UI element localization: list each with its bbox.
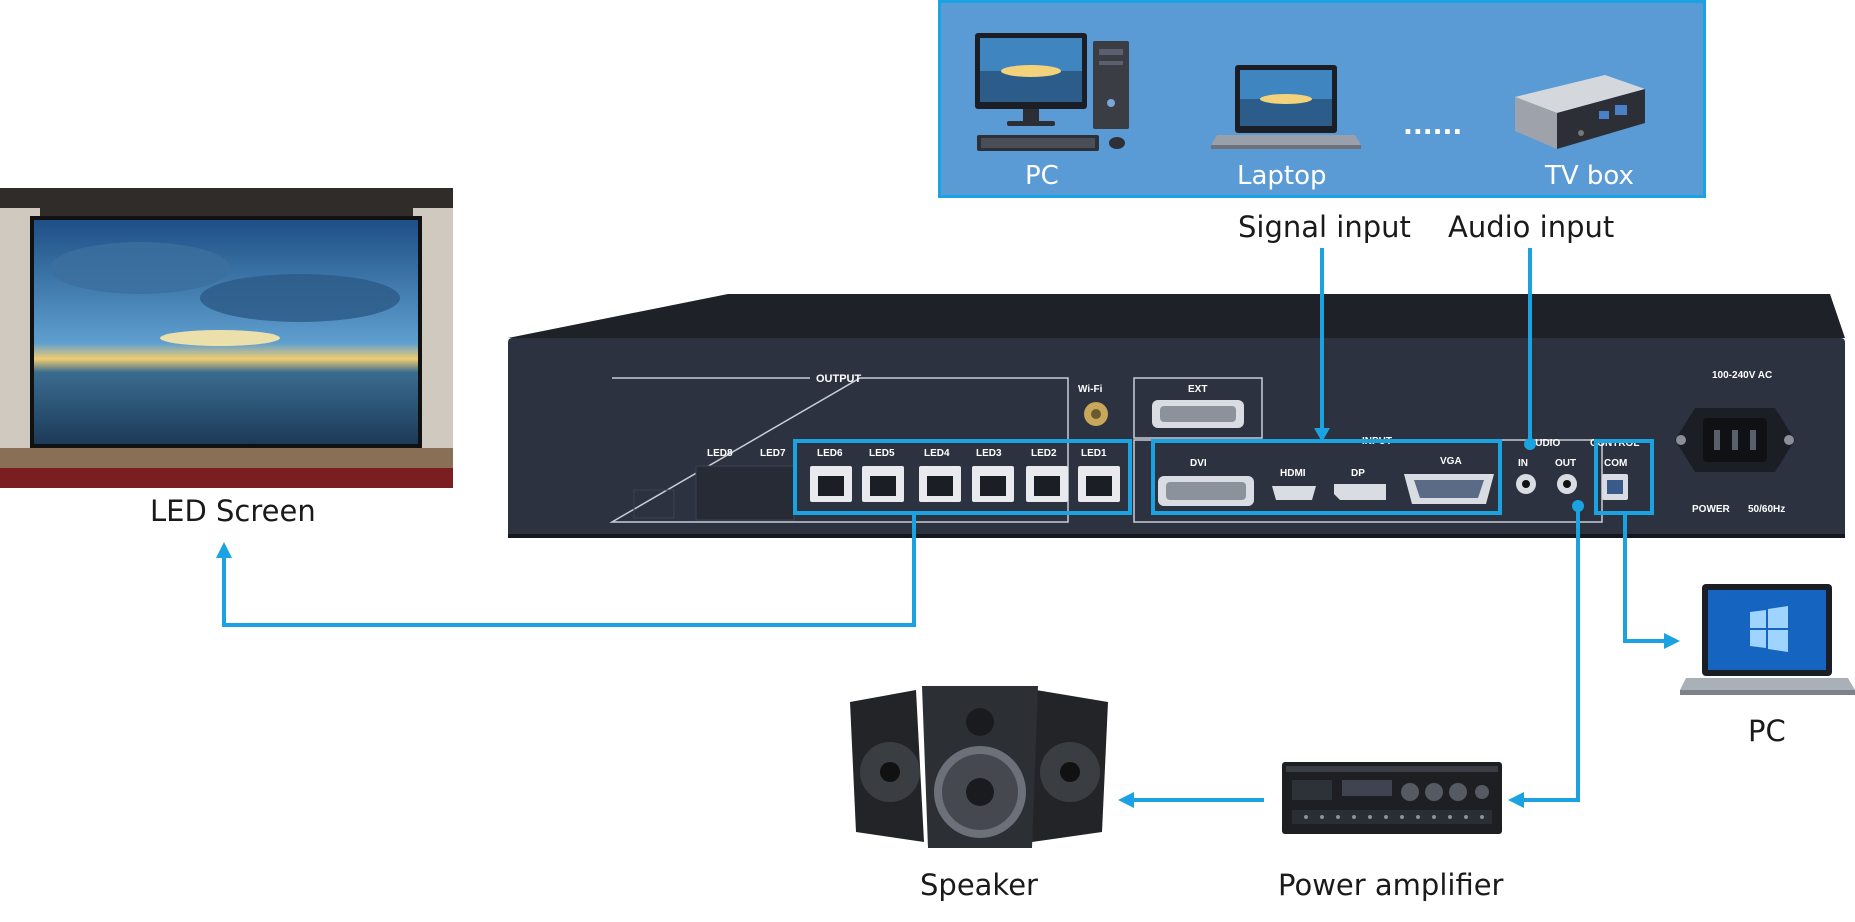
port-label-led3: LED3 (976, 448, 1002, 459)
audio-section-label: AUDIO (1528, 438, 1560, 449)
power-amplifier-label: Power amplifier (1278, 868, 1504, 902)
com-label: COM (1604, 458, 1628, 469)
led-screen-label: LED Screen (150, 494, 316, 528)
control-pc-label: PC (1748, 714, 1786, 748)
port-label-led8: LED8 (707, 448, 733, 459)
audio-out-label: OUT (1555, 458, 1577, 469)
wire-audio-out-to-amplifier (1518, 506, 1580, 802)
video-processor-device: OUTPUT EXT Wi-Fi INPUT AUDIO CONTROL 100… (508, 294, 1845, 538)
dp-label: DP (1351, 468, 1365, 479)
port-label-led2: LED2 (1031, 448, 1057, 459)
audio-input-label: Audio input (1448, 210, 1615, 244)
hdmi-label: HDMI (1280, 468, 1306, 479)
ellipsis-label: ...... (1403, 111, 1463, 141)
audio-in-label: IN (1518, 458, 1528, 469)
tv-box-icon (1515, 75, 1645, 149)
ac-voltage-label: 100-240V AC (1712, 370, 1772, 381)
signal-sources-panel: PC Laptop ...... TV box (938, 0, 1706, 198)
pc-source-label: PC (1025, 161, 1059, 191)
control-section-label: CONTROL (1590, 438, 1639, 449)
signal-input-label: Signal input (1238, 210, 1411, 244)
speaker-icon (850, 686, 1108, 848)
output-section-label: OUTPUT (816, 373, 862, 385)
led-port-labels: LED8 LED7 LED6 LED5 LED4 LED3 LED2 LED1 (690, 448, 1140, 468)
control-pc-laptop-icon (1680, 584, 1855, 695)
vga-label: VGA (1440, 456, 1462, 467)
port-label-led7: LED7 (760, 448, 786, 459)
laptop-source-label: Laptop (1237, 161, 1327, 191)
led-screen-image (0, 188, 453, 488)
power-label: POWER (1692, 504, 1731, 515)
dvi-label: DVI (1190, 458, 1207, 469)
desktop-pc-icon (975, 33, 1129, 151)
port-label-led5: LED5 (869, 448, 895, 459)
wifi-label: Wi-Fi (1078, 384, 1103, 395)
port-label-led4: LED4 (924, 448, 950, 459)
port-label-led6: LED6 (817, 448, 843, 459)
speaker-label: Speaker (920, 868, 1038, 902)
laptop-icon (1211, 65, 1361, 149)
port-label-led1: LED1 (1081, 448, 1107, 459)
input-section-label: INPUT (1362, 436, 1392, 447)
power-amplifier-icon (1282, 762, 1502, 834)
ext-port-label: EXT (1188, 384, 1207, 395)
tv-box-source-label: TV box (1545, 161, 1634, 191)
frequency-label: 50/60Hz (1748, 504, 1785, 515)
